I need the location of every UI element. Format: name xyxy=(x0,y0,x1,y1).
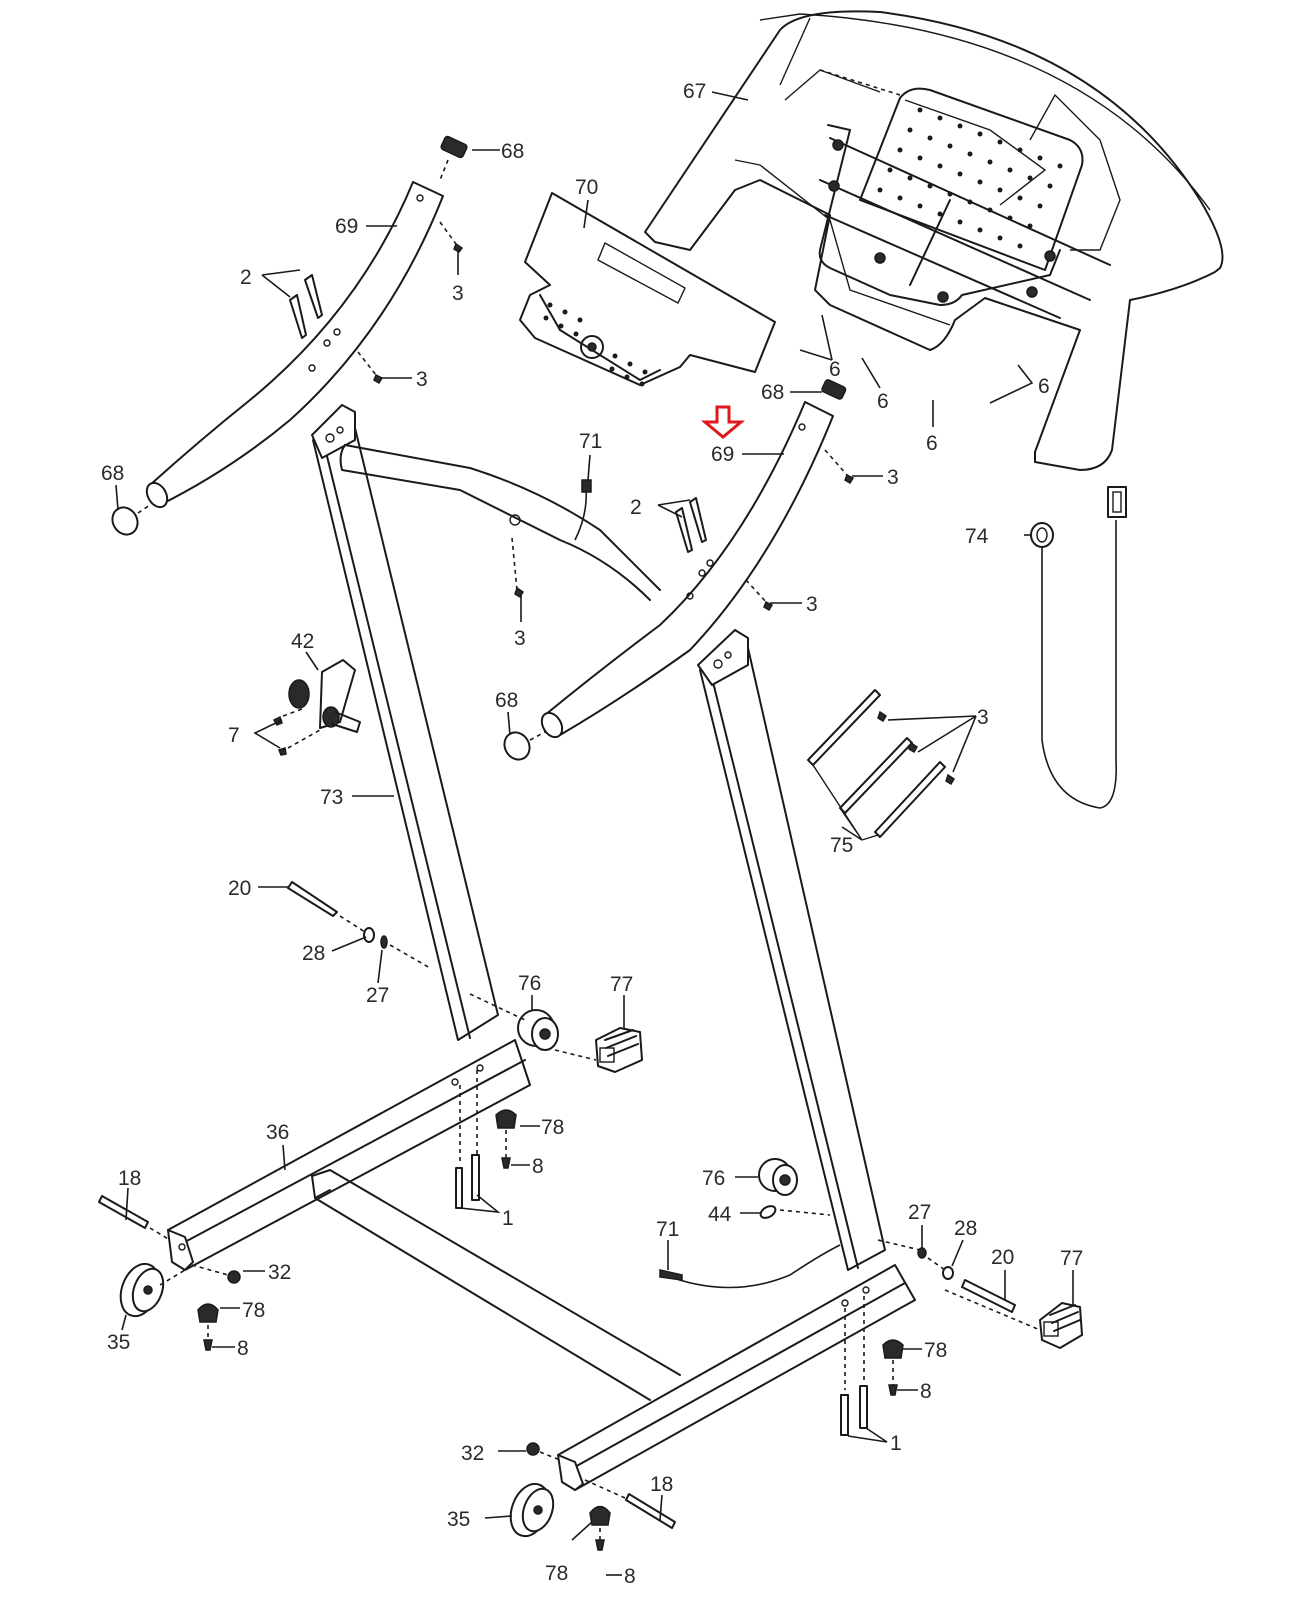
callout-35: 35 xyxy=(447,1508,470,1531)
callout-6: 6 xyxy=(877,390,889,413)
callout-42: 42 xyxy=(291,630,314,653)
part-right-upright xyxy=(659,629,1083,1349)
callout-2: 2 xyxy=(630,496,642,519)
callout-3: 3 xyxy=(887,466,899,489)
callout-67: 67 xyxy=(683,80,706,103)
callout-76: 76 xyxy=(518,972,541,995)
part-69-right-handrail xyxy=(503,379,855,761)
callout-18: 18 xyxy=(118,1167,141,1190)
part-73-left-upright xyxy=(272,404,661,1073)
callout-78: 78 xyxy=(242,1299,265,1322)
callout-78: 78 xyxy=(541,1116,564,1139)
callout-71: 71 xyxy=(656,1218,679,1241)
part-74-cable-bushing xyxy=(1030,486,1127,809)
callout-7: 7 xyxy=(228,724,240,747)
callout-78: 78 xyxy=(545,1562,568,1585)
callout-3: 3 xyxy=(514,627,526,650)
callout-75: 75 xyxy=(830,834,853,857)
callout-69-highlighted: 69 xyxy=(711,443,734,466)
callout-8: 8 xyxy=(237,1337,249,1360)
callout-27: 27 xyxy=(366,984,389,1007)
callout-8: 8 xyxy=(920,1380,932,1403)
speaker-grille-dots xyxy=(877,107,1063,249)
callout-32: 32 xyxy=(461,1442,484,1465)
callout-74: 74 xyxy=(965,525,989,548)
callout-28: 28 xyxy=(302,942,325,965)
callout-1: 1 xyxy=(890,1432,902,1455)
callout-36: 36 xyxy=(266,1121,289,1144)
callout-73: 73 xyxy=(320,786,343,809)
callout-68: 68 xyxy=(761,381,784,404)
callout-70: 70 xyxy=(575,176,598,199)
callout-68: 68 xyxy=(501,140,524,163)
callout-35: 35 xyxy=(107,1331,130,1354)
highlight-down-arrow-icon xyxy=(700,405,746,439)
callout-71: 71 xyxy=(579,430,602,453)
callout-8: 8 xyxy=(532,1155,544,1178)
part-36-base-frame xyxy=(98,1039,916,1551)
callout-68: 68 xyxy=(495,689,518,712)
callout-77: 77 xyxy=(610,973,633,996)
callout-3: 3 xyxy=(806,593,818,616)
callout-69: 69 xyxy=(335,215,358,238)
callout-2: 2 xyxy=(240,266,252,289)
callout-28: 28 xyxy=(954,1217,977,1240)
callout-20: 20 xyxy=(991,1246,1014,1269)
part-70-console xyxy=(519,192,776,387)
callout-6: 6 xyxy=(926,432,938,455)
part-69-left-handrail xyxy=(111,135,468,536)
leader-lines xyxy=(115,91,1074,1576)
callout-6: 6 xyxy=(829,358,841,381)
callout-32: 32 xyxy=(268,1261,291,1284)
callout-labels: 67 68 69 70 2 3 3 6 6 6 6 68 69 3 68 71 … xyxy=(101,80,1083,1588)
callout-1: 1 xyxy=(502,1207,514,1230)
part-75-brackets xyxy=(807,689,956,841)
callout-3: 3 xyxy=(452,282,464,305)
console-keypad-right xyxy=(609,353,648,387)
callout-44: 44 xyxy=(708,1203,732,1226)
callout-6: 6 xyxy=(1038,375,1050,398)
callout-76: 76 xyxy=(702,1167,725,1190)
callout-77: 77 xyxy=(1060,1247,1083,1270)
callout-3: 3 xyxy=(977,706,989,729)
part-67-console-hood xyxy=(644,10,1224,471)
callout-27: 27 xyxy=(908,1201,931,1224)
callout-8: 8 xyxy=(624,1565,636,1588)
callout-3: 3 xyxy=(416,368,428,391)
callout-78: 78 xyxy=(924,1339,947,1362)
callout-18: 18 xyxy=(650,1473,673,1496)
callout-20: 20 xyxy=(228,877,251,900)
console-keypad-left xyxy=(543,302,583,337)
callout-68: 68 xyxy=(101,462,124,485)
